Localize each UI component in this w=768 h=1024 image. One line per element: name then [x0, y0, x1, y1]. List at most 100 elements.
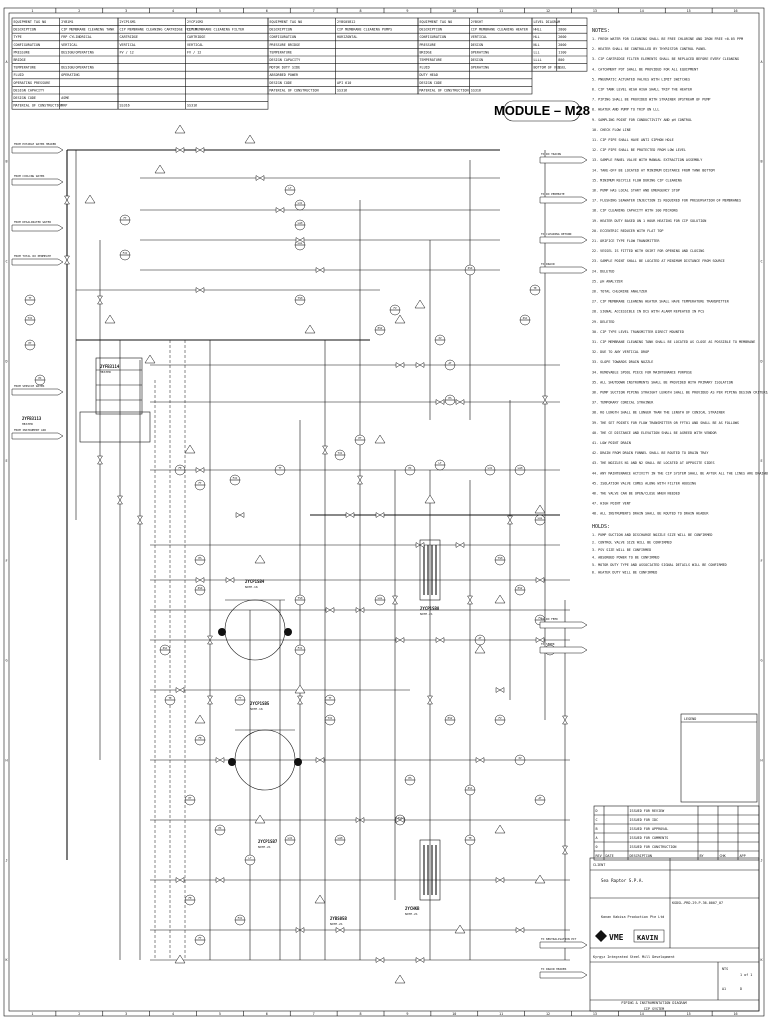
table-cell: EQUIPMENT TAG NO: [14, 20, 47, 24]
table-cell: HORIZONTAL: [337, 35, 357, 39]
valve-symbol: [195, 467, 205, 473]
module-label-text: MODULE – M28: [494, 103, 590, 118]
row-letter: K: [5, 958, 8, 962]
svg-text:NOTE-21: NOTE-21: [258, 845, 271, 849]
table-cell: DESIGN CAPACITY: [14, 88, 45, 92]
instrument-balloon: LAL: [374, 594, 386, 606]
row-letter: D: [5, 359, 7, 363]
note-triangle: [174, 954, 186, 964]
column-number: 11: [499, 1012, 503, 1016]
row-letter: K: [760, 958, 763, 962]
svg-text:FT: FT: [123, 216, 127, 220]
left-stream-connector: FROM DESALINATED WATER: [11, 220, 64, 232]
note-triangle: [154, 164, 166, 174]
doc-number: KGDSL-PRD-29-P-36-0007_07: [672, 901, 723, 905]
valve-symbol: [415, 362, 425, 368]
table-cell: MATERIAL OF CONSTRUCTION: [420, 88, 469, 92]
right-stream-connector: TO RO PERMEATE: [539, 192, 588, 204]
note-line: 44. ANY MAINTENANCE ACTIVITY IN THE CIP …: [592, 471, 768, 475]
svg-text:FROM INSTRUMENT AIR: FROM INSTRUMENT AIR: [14, 428, 46, 432]
valve-symbol: [335, 927, 345, 933]
table-cell: OPERATING: [61, 73, 79, 77]
svg-text:2YCP1SB5: 2YCP1SB5: [250, 701, 270, 706]
valve-symbol: [195, 577, 205, 583]
table-cell: HHLL: [534, 28, 542, 32]
note-line: 11. CIP PIPE SHALL HAVE ANTI SIPHON HOLE: [592, 138, 674, 142]
row-letter: D: [760, 359, 762, 363]
column-number: 14: [640, 9, 644, 13]
row-letter: H: [760, 759, 762, 763]
column-number: 1: [31, 1012, 33, 1016]
note-line: 29. DELETED: [592, 320, 614, 324]
instrument-balloon: LIC: [294, 199, 306, 211]
note-line: 37. TEMPORARY CONICAL STRAINER: [592, 401, 654, 405]
revision-header: CHK: [720, 854, 727, 858]
svg-text:FT: FT: [198, 481, 202, 485]
instrument-balloon: FV: [494, 714, 506, 726]
table-cell: VERTICAL: [471, 35, 487, 39]
column-number: 12: [546, 1012, 550, 1016]
svg-text:FV: FV: [538, 616, 542, 620]
instrument-balloon: TE: [464, 834, 476, 846]
svg-text:2YCP1SB7: 2YCP1SB7: [258, 839, 278, 844]
svg-text:TSH: TSH: [498, 556, 503, 560]
revision-cell: D: [596, 809, 598, 813]
valve-symbol: [455, 542, 465, 548]
instrument-balloon: TE: [164, 694, 176, 706]
svg-text:LAH: LAH: [338, 836, 343, 840]
column-number: 8: [360, 1012, 362, 1016]
svg-text:HS: HS: [198, 556, 202, 560]
valve-symbol: [542, 395, 548, 405]
svg-text:FROM COOLING WATER: FROM COOLING WATER: [14, 174, 45, 178]
instrument-balloon: HS: [404, 774, 416, 786]
note-line: 39. THE SET POINTS FOR FLOW TRANSMITTER …: [592, 421, 739, 425]
svg-text:HS: HS: [448, 396, 452, 400]
valve-symbol: [562, 715, 568, 725]
valve-symbol: [195, 287, 205, 293]
table-cell: DESCRIPTION: [270, 28, 292, 32]
table-cell: VERTICAL: [120, 43, 136, 47]
svg-text:FE: FE: [188, 896, 192, 900]
table-cell: CONFIGURATION: [14, 43, 41, 47]
revision-cell: B: [596, 827, 598, 831]
instrument-balloon: LIC: [484, 464, 496, 476]
instrument-balloon: FT: [194, 934, 206, 946]
column-number: 11: [499, 9, 503, 13]
table-cell: SS316: [120, 104, 130, 108]
kavin-logo: KAVIN: [633, 929, 665, 943]
svg-text:ZSO: ZSO: [198, 586, 203, 590]
column-number: 7: [313, 1012, 315, 1016]
note-line: 10. CHECK FLOW LINE: [592, 128, 631, 132]
valve-symbol: [435, 399, 445, 405]
table-cell: DESCRIPTION: [14, 28, 36, 32]
svg-text:FROM DESALINATED WATER: FROM DESALINATED WATER: [14, 220, 51, 224]
column-number: 10: [452, 1012, 456, 1016]
column-number: 3: [125, 1012, 127, 1016]
table-cell: MATERIAL OF CONSTRUCTION: [270, 88, 319, 92]
instrument-balloon: PT: [24, 339, 36, 351]
table-cell: CIP MEMBRANE CLEANING CARTRIDGE FILTER: [120, 28, 199, 32]
svg-text:FT: FT: [198, 936, 202, 940]
svg-text:FIC: FIC: [233, 476, 238, 480]
svg-text:FE: FE: [178, 466, 182, 470]
column-number: 2: [78, 9, 80, 13]
revision-cell: ISSUED FOR COMMENTS: [630, 836, 669, 840]
instrument-balloon: LIC: [284, 834, 296, 846]
instrument-balloon: FE: [184, 894, 196, 906]
table-cell: BRIDGE: [14, 58, 26, 62]
valve-symbol: [375, 957, 385, 963]
valve-symbol: [325, 607, 335, 613]
instrument-balloon: PI: [404, 464, 416, 476]
revision-cell: ISSUED FOR APPROVAL: [630, 827, 669, 831]
row-letter: E: [5, 459, 7, 463]
table-cell: VERTICAL: [61, 43, 77, 47]
cartridge-filter-2: [419, 839, 441, 901]
table-cell: DESIGN: [471, 43, 483, 47]
